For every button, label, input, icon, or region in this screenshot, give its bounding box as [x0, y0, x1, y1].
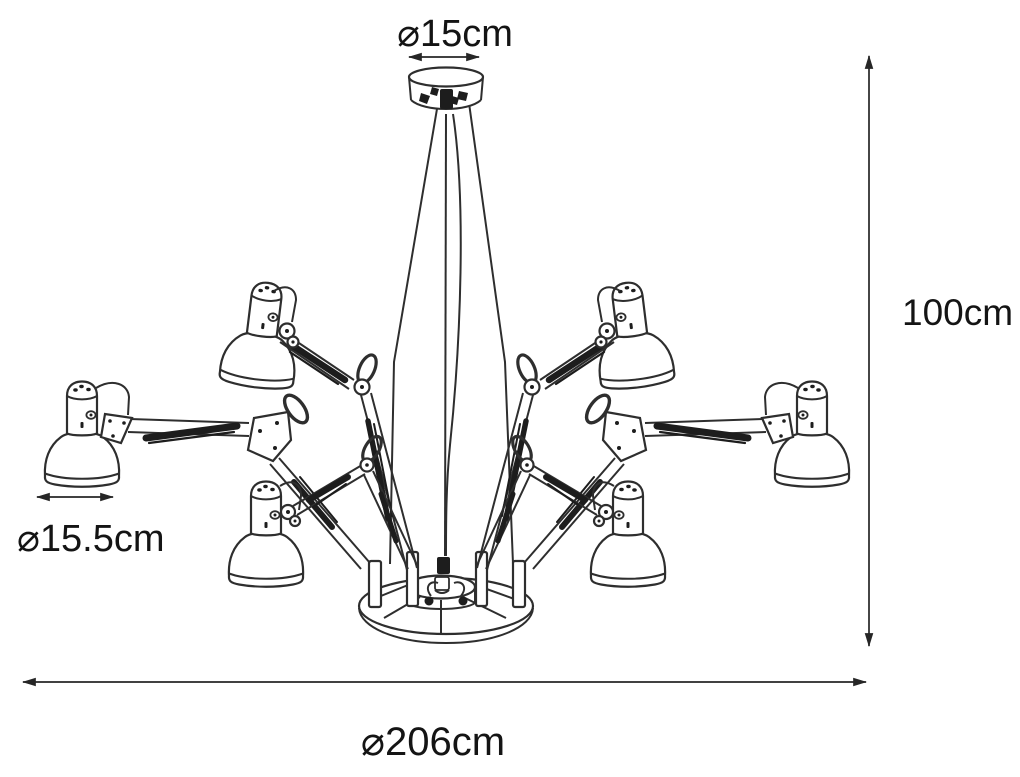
- hub-connector: [434, 576, 450, 591]
- overall-diameter-label: ⌀206cm: [361, 720, 505, 764]
- canopy-mounts: [419, 87, 468, 105]
- center-cable: [445, 113, 462, 557]
- height-dimension: 100cm: [864, 54, 1013, 648]
- chandelier-right-half: [476, 278, 849, 607]
- cable-gland: [437, 557, 450, 574]
- ring-rim: [358, 607, 534, 645]
- ceiling-canopy: [407, 66, 485, 110]
- canopy-diameter-label: ⌀15cm: [397, 13, 513, 55]
- bottom-ring: [357, 557, 535, 645]
- shade-diameter-label: ⌀15.5cm: [17, 518, 165, 560]
- center-rod: [444, 113, 447, 557]
- canopy-top: [407, 66, 485, 88]
- chandelier-illustration: [45, 66, 849, 645]
- dimension-annotations: ⌀15cm 100cm ⌀15.5cm ⌀206cm: [17, 13, 1013, 764]
- suspension-cables: [389, 102, 514, 565]
- canopy-diameter-dimension: ⌀15cm: [397, 13, 513, 62]
- shade-diameter-dimension: ⌀15.5cm: [17, 492, 165, 560]
- height-label: 100cm: [902, 292, 1013, 333]
- suspension-wire-left: [389, 102, 439, 565]
- overall-diameter-dimension: ⌀206cm: [21, 677, 868, 764]
- canopy-gland: [440, 89, 453, 109]
